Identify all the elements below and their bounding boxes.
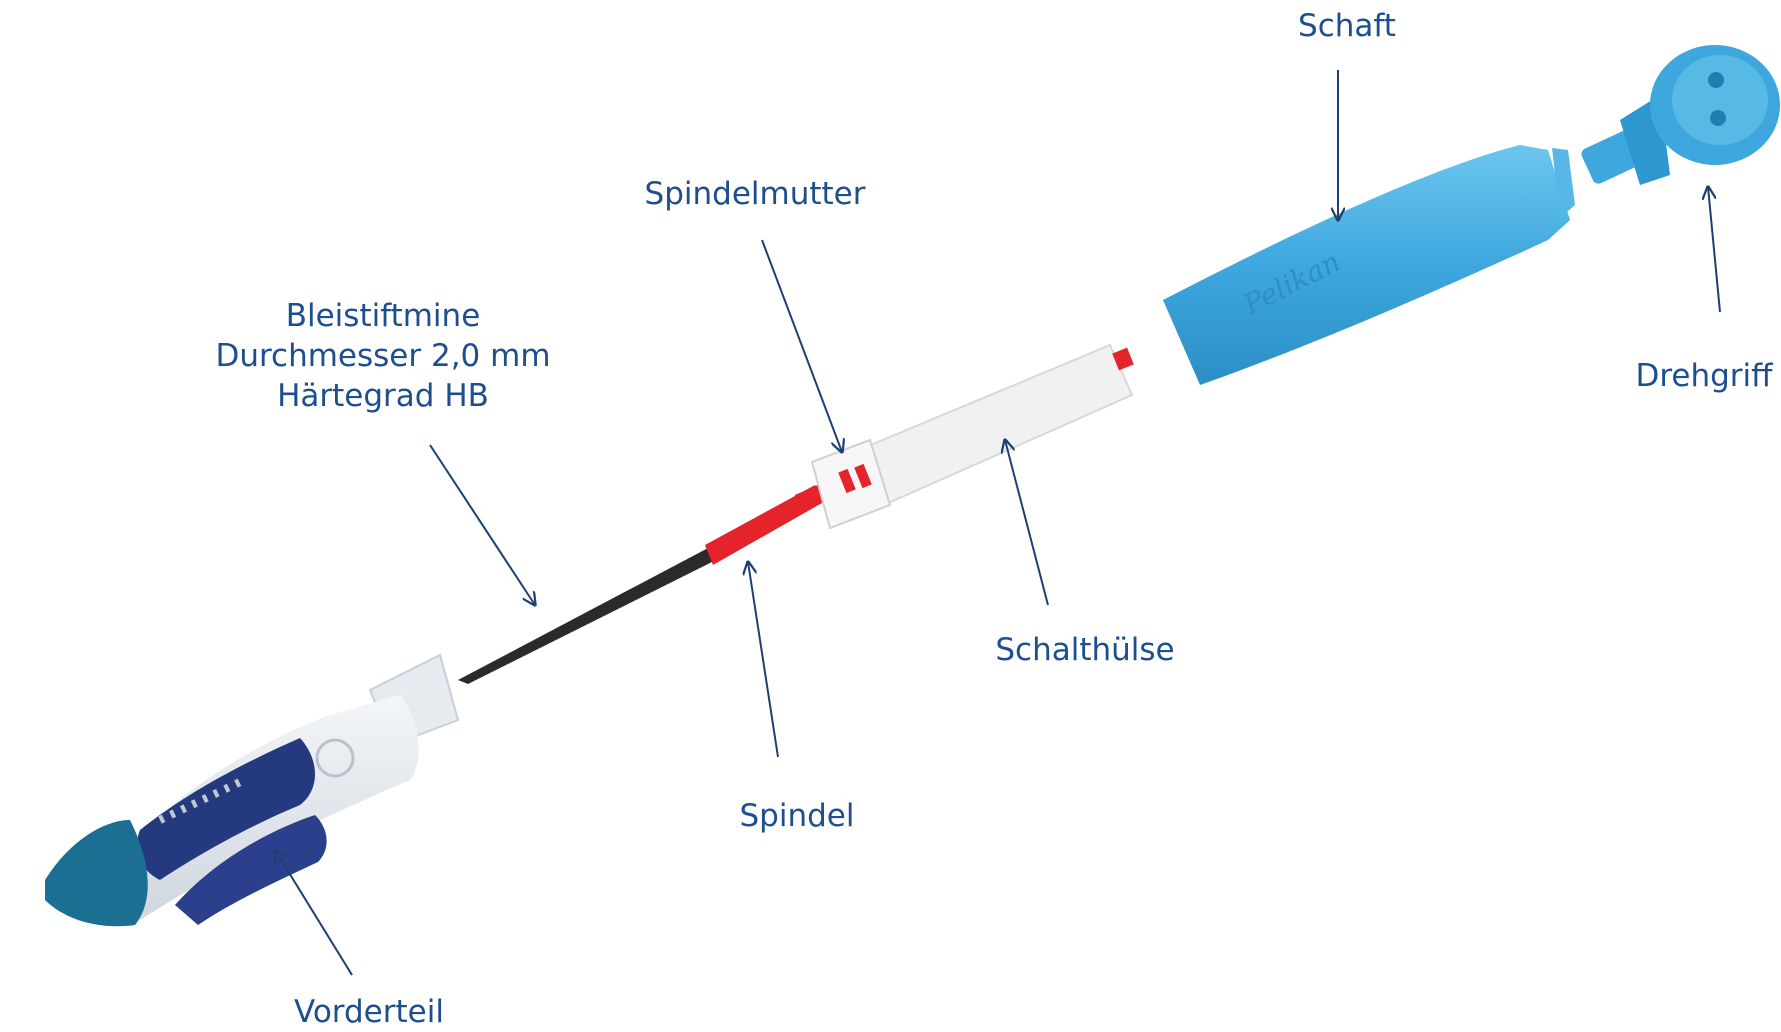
label-bleistiftmine-line2: Durchmesser 2,0 mm [215,336,550,376]
arrow-vorderteil [275,850,352,975]
label-bleistiftmine-line3: Härtegrad HB [215,376,550,416]
arrow-drehgriff [1708,187,1720,312]
arrow-bleistiftmine [430,445,535,605]
arrow-schalthuelse [1005,440,1048,605]
twist-grip [1580,45,1781,186]
label-spindel: Spindel [740,796,855,836]
arrow-spindel [748,562,778,757]
label-drehgriff: Drehgriff [1635,356,1772,396]
shaft: Pelikan [1163,145,1575,385]
front-part [45,655,458,926]
arrow-spindelmutter [762,240,842,452]
label-schaft: Schaft [1298,6,1396,46]
label-schalthuelse: Schalthülse [995,630,1174,670]
lead [458,547,716,684]
label-bleistiftmine: Bleistiftmine Durchmesser 2,0 mm Härtegr… [215,296,550,416]
switching-sleeve [812,345,1134,528]
label-bleistiftmine-line1: Bleistiftmine [215,296,550,336]
label-vorderteil: Vorderteil [294,992,444,1032]
label-spindelmutter: Spindelmutter [645,174,866,214]
